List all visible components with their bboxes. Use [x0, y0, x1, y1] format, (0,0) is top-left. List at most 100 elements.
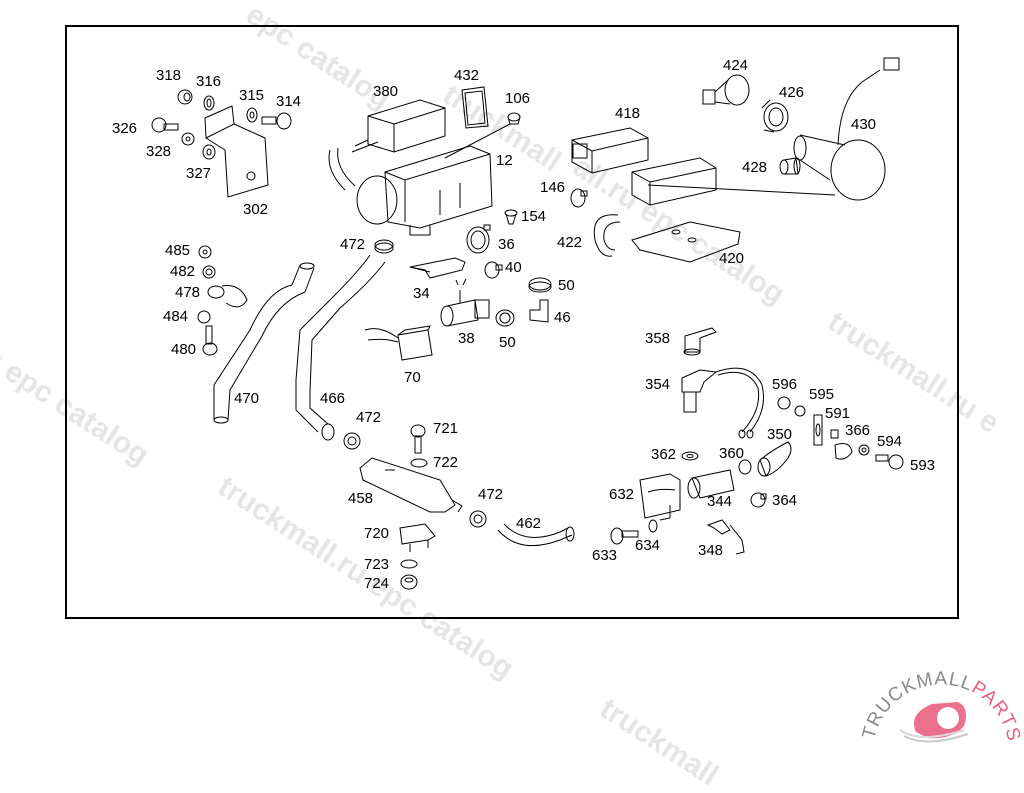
- callout-318[interactable]: 318: [156, 67, 182, 84]
- part-595-washer-icon: [794, 405, 806, 417]
- callout-70[interactable]: 70: [404, 369, 421, 386]
- part-430-motor-icon: [793, 57, 900, 201]
- callout-480[interactable]: 480: [171, 341, 197, 358]
- part-472b-clamp-icon: [343, 432, 361, 450]
- callout-50-lower[interactable]: 50: [499, 334, 516, 351]
- part-362-washer-icon: [681, 451, 699, 461]
- callout-424[interactable]: 424: [723, 57, 749, 74]
- callout-12[interactable]: 12: [496, 152, 513, 169]
- part-724-nut-icon: [400, 574, 418, 590]
- part-723-washer-icon: [400, 559, 418, 569]
- callout-327[interactable]: 327: [186, 165, 212, 182]
- part-426-sleeve-icon: [761, 99, 789, 133]
- callout-470[interactable]: 470: [234, 390, 260, 407]
- callout-485[interactable]: 485: [165, 242, 191, 259]
- callout-314[interactable]: 314: [276, 93, 302, 110]
- part-348-clip-icon: [706, 519, 745, 555]
- part-314-bolt-icon: [261, 112, 292, 130]
- callout-720[interactable]: 720: [364, 525, 390, 542]
- part-380-control-unit-icon: [351, 99, 446, 153]
- part-596-nut-icon: [777, 396, 791, 410]
- callout-36[interactable]: 36: [498, 236, 515, 253]
- callout-722[interactable]: 722: [433, 454, 459, 471]
- part-478-clip-icon: [207, 285, 248, 308]
- callout-366[interactable]: 366: [845, 422, 871, 439]
- part-350-boot-icon: [757, 441, 792, 477]
- callout-328[interactable]: 328: [146, 143, 172, 160]
- callout-484[interactable]: 484: [163, 308, 189, 325]
- callout-596[interactable]: 596: [772, 376, 798, 393]
- callout-364[interactable]: 364: [772, 492, 798, 509]
- callout-466[interactable]: 466: [320, 390, 346, 407]
- part-344-sensor-icon: [687, 469, 735, 499]
- part-36-hose-clamp-icon: [466, 224, 491, 254]
- callout-595[interactable]: 595: [809, 386, 835, 403]
- callout-154[interactable]: 154: [521, 208, 547, 225]
- callout-38[interactable]: 38: [458, 330, 475, 347]
- truckmall-parts-logo: TRUCKMALLPARTS: [859, 669, 1024, 744]
- callout-428[interactable]: 428: [742, 159, 768, 176]
- callout-430[interactable]: 430: [851, 116, 877, 133]
- callout-724[interactable]: 724: [364, 575, 390, 592]
- callout-462[interactable]: 462: [516, 515, 542, 532]
- callout-478[interactable]: 478: [175, 284, 201, 301]
- part-482-washer-icon: [202, 265, 216, 279]
- part-424-clamp-icon: [702, 74, 750, 106]
- callout-633[interactable]: 633: [592, 547, 618, 564]
- diagram-frame: [65, 25, 959, 619]
- callout-420[interactable]: 420: [719, 250, 745, 267]
- callout-316[interactable]: 316: [196, 73, 222, 90]
- part-721-bolt-icon: [410, 424, 426, 454]
- part-485-nut-icon: [198, 245, 212, 259]
- callout-315[interactable]: 315: [239, 87, 265, 104]
- callout-344[interactable]: 344: [707, 493, 733, 510]
- part-591-plate-icon: [813, 414, 823, 446]
- callout-472-lower[interactable]: 472: [478, 486, 504, 503]
- callout-302[interactable]: 302: [243, 201, 269, 218]
- callout-146[interactable]: 146: [540, 179, 566, 196]
- callout-723[interactable]: 723: [364, 556, 390, 573]
- part-354-glow-plug-icon: [681, 367, 764, 439]
- callout-472-middle[interactable]: 472: [356, 409, 382, 426]
- part-593-bolt-icon: [875, 454, 904, 470]
- callout-634[interactable]: 634: [635, 537, 661, 554]
- callout-432[interactable]: 432: [454, 67, 480, 84]
- callout-50-upper[interactable]: 50: [558, 277, 575, 294]
- callout-354[interactable]: 354: [645, 376, 671, 393]
- part-594-washer-icon: [858, 444, 870, 456]
- callout-348[interactable]: 348: [698, 542, 724, 559]
- callout-46[interactable]: 46: [554, 309, 571, 326]
- callout-350[interactable]: 350: [767, 426, 793, 443]
- callout-106[interactable]: 106: [505, 90, 531, 107]
- part-50b-clamp-icon: [495, 309, 515, 327]
- part-358-cap-icon: [683, 327, 717, 356]
- callout-591[interactable]: 591: [825, 405, 851, 422]
- part-364-clamp-icon: [750, 492, 767, 508]
- part-316-washer-icon: [203, 95, 215, 111]
- callout-422[interactable]: 422: [557, 234, 583, 251]
- callout-380[interactable]: 380: [373, 83, 399, 100]
- callout-721[interactable]: 721: [433, 420, 459, 437]
- callout-362[interactable]: 362: [651, 446, 677, 463]
- callout-360[interactable]: 360: [719, 445, 745, 462]
- part-472c-clamp-icon: [469, 510, 487, 528]
- part-106-grommet-icon: [507, 112, 521, 125]
- callout-426[interactable]: 426: [779, 84, 805, 101]
- part-38-pump-icon: [440, 278, 490, 327]
- part-328-washer-icon: [181, 132, 195, 146]
- callout-593[interactable]: 593: [910, 457, 936, 474]
- callout-34[interactable]: 34: [413, 285, 430, 302]
- parts-drawing: [151, 57, 904, 590]
- callout-358[interactable]: 358: [645, 330, 671, 347]
- callout-632[interactable]: 632: [609, 486, 635, 503]
- callout-40[interactable]: 40: [505, 259, 522, 276]
- part-302-bracket-icon: [204, 105, 269, 198]
- callout-418[interactable]: 418: [615, 105, 641, 122]
- callout-458[interactable]: 458: [348, 490, 374, 507]
- callout-482[interactable]: 482: [170, 263, 196, 280]
- callout-594[interactable]: 594: [877, 433, 903, 450]
- callout-472-top[interactable]: 472: [340, 236, 366, 253]
- callout-326[interactable]: 326: [112, 120, 138, 137]
- part-12-heater-icon: [328, 145, 493, 236]
